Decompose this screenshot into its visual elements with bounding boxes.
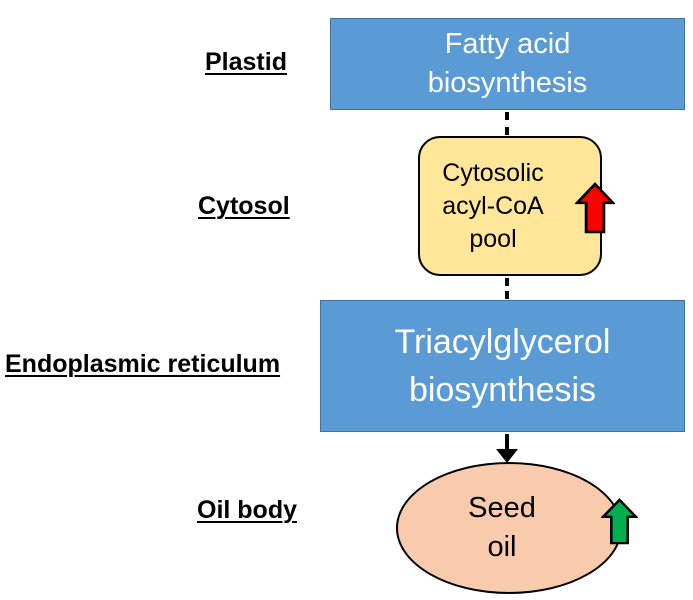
connector-arrowhead-icon bbox=[496, 449, 518, 463]
text-line: oil bbox=[487, 531, 517, 563]
node-seed-oil-label: Seed oil bbox=[468, 489, 536, 567]
node-cytosolic-acyl-coa-pool-label: Cytosolic acyl-CoA pool bbox=[442, 157, 543, 256]
text-line: pool bbox=[469, 224, 517, 253]
compartment-label-endoplasmic-reticulum: Endoplasmic reticulum bbox=[5, 350, 281, 378]
text-line: biosynthesis bbox=[427, 67, 588, 99]
text-line: Triacylglycerol bbox=[394, 323, 611, 361]
connector-acyl-coa-to-triacylglycerol bbox=[505, 278, 509, 299]
node-seed-oil: Seed oil bbox=[396, 462, 638, 594]
red-up-arrow-shape bbox=[575, 182, 615, 234]
node-triacylglycerol-biosynthesis: Triacylglycerol biosynthesis bbox=[320, 300, 685, 432]
node-fatty-acid-biosynthesis-label: Fatty acid biosynthesis bbox=[428, 25, 588, 103]
node-fatty-acid-biosynthesis: Fatty acid biosynthesis bbox=[330, 18, 685, 110]
text-line: Seed bbox=[468, 492, 536, 524]
compartment-label-plastid: Plastid bbox=[205, 48, 287, 76]
connector-triacylglycerol-to-seed-oil bbox=[505, 434, 509, 450]
text-line: acyl-CoA bbox=[442, 191, 544, 220]
green-up-arrow-shape bbox=[601, 498, 638, 545]
text-line: Fatty acid bbox=[444, 28, 571, 60]
text-line: Cytosolic bbox=[442, 158, 544, 187]
text-line: biosynthesis bbox=[408, 371, 597, 409]
node-triacylglycerol-biosynthesis-label: Triacylglycerol biosynthesis bbox=[394, 318, 610, 414]
connector-fatty-acid-to-acyl-coa bbox=[505, 112, 509, 135]
compartment-label-oil-body: Oil body bbox=[197, 496, 297, 524]
green-up-arrow-icon bbox=[601, 498, 638, 545]
node-cytosolic-acyl-coa-pool: Cytosolic acyl-CoA pool bbox=[418, 136, 615, 276]
compartment-label-cytosol: Cytosol bbox=[198, 192, 290, 220]
red-up-arrow-icon bbox=[575, 182, 615, 234]
